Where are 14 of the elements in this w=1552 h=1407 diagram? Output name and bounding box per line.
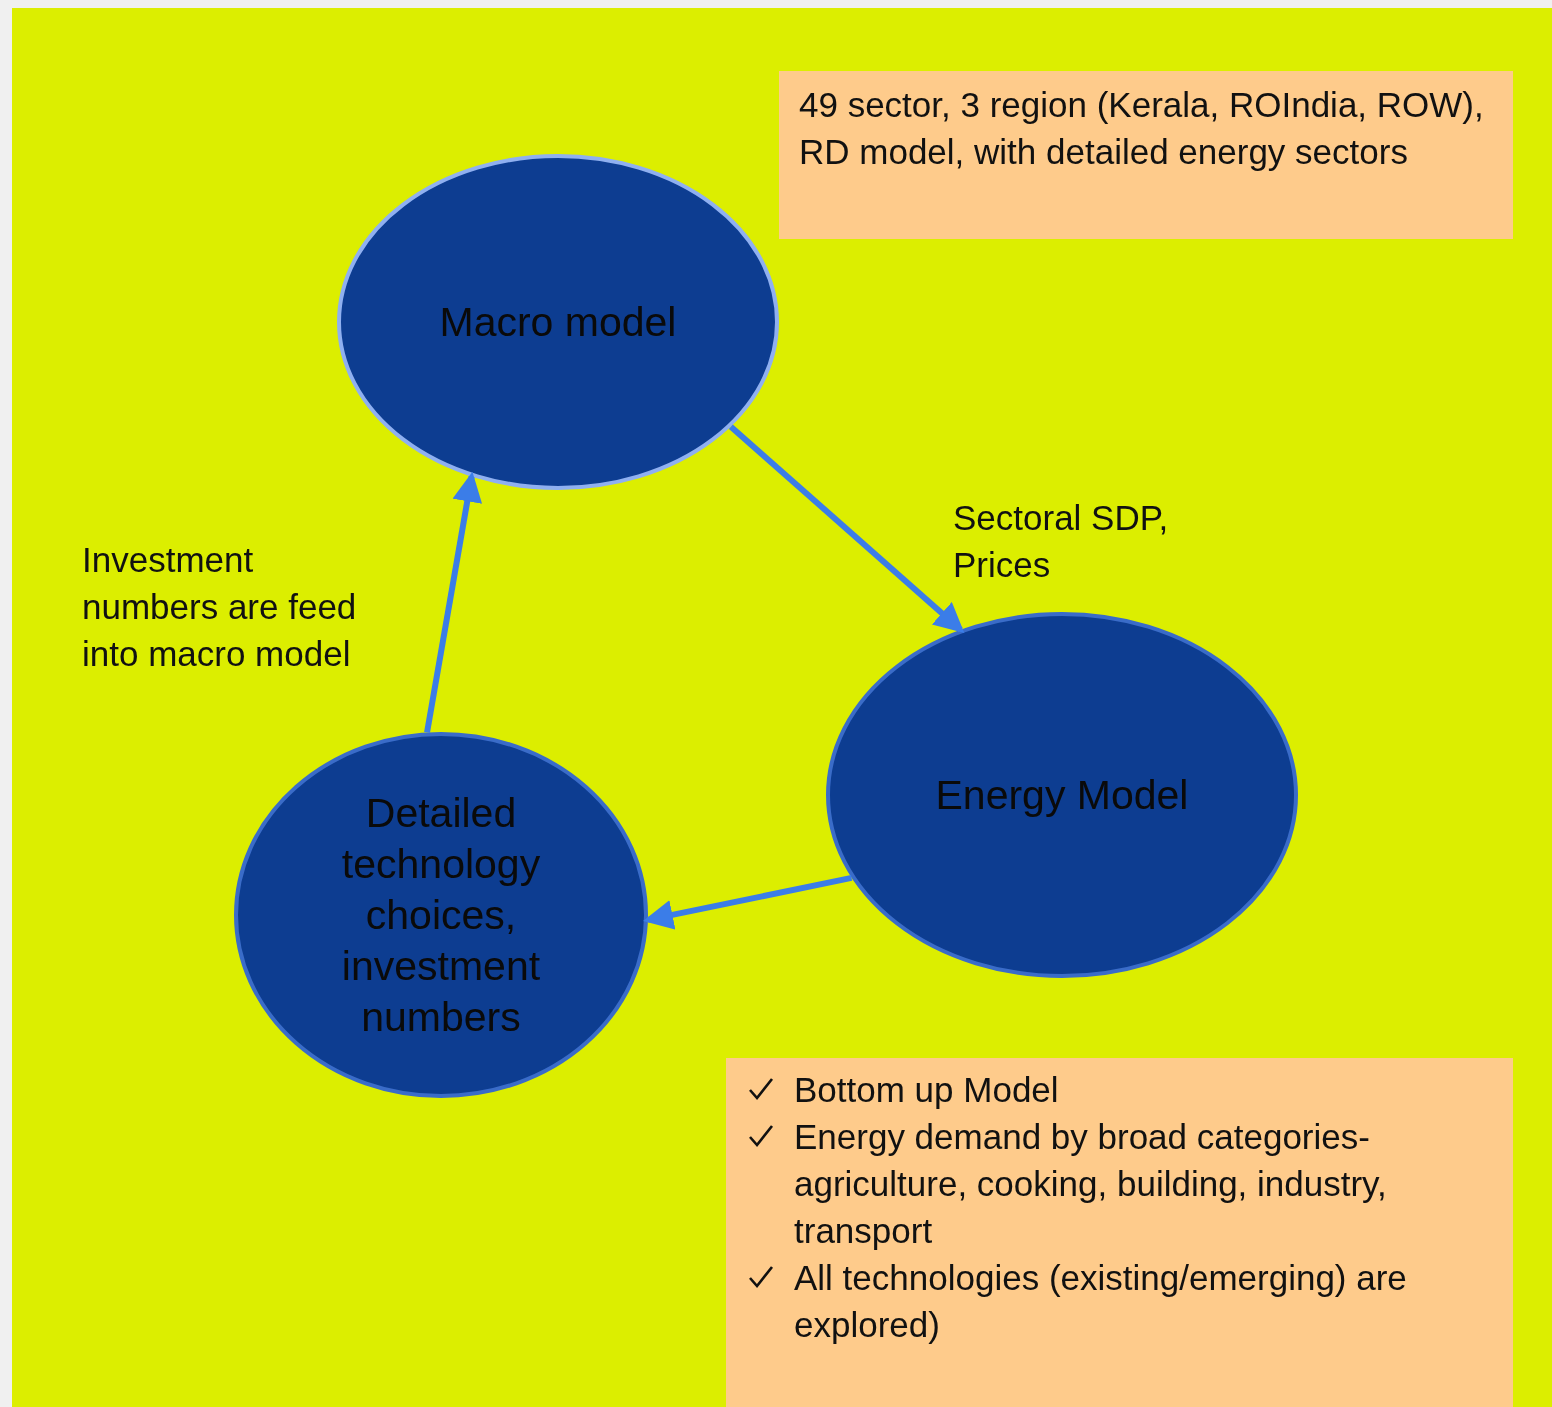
note-box <box>779 71 1513 239</box>
node-label: Energy Model <box>935 770 1189 820</box>
edge-label: Sectoral SDP, Prices <box>953 497 1170 586</box>
arrow <box>643 874 853 930</box>
arrow <box>424 471 483 733</box>
arrow <box>728 424 965 634</box>
node-label: Macro model <box>439 297 677 347</box>
edge-label: Investment numbers are feed into macro model <box>82 539 358 675</box>
note-text: 49 sector, 3 region (Kerala, ROIndia, ROW), RD model, with detailed energy sectors <box>799 84 1485 173</box>
note-box <box>726 1058 1513 1407</box>
node-label: Detailed technology choices, investment numbers <box>340 788 542 1042</box>
list-item-text: Energy demand by broad categories- agriculture, cooking, building, industry, transport <box>794 1116 1388 1252</box>
list-item-text: Bottom up Model <box>794 1069 1059 1111</box>
list-item-text: All technologies (existing/emerging) are explored) <box>794 1257 1408 1346</box>
